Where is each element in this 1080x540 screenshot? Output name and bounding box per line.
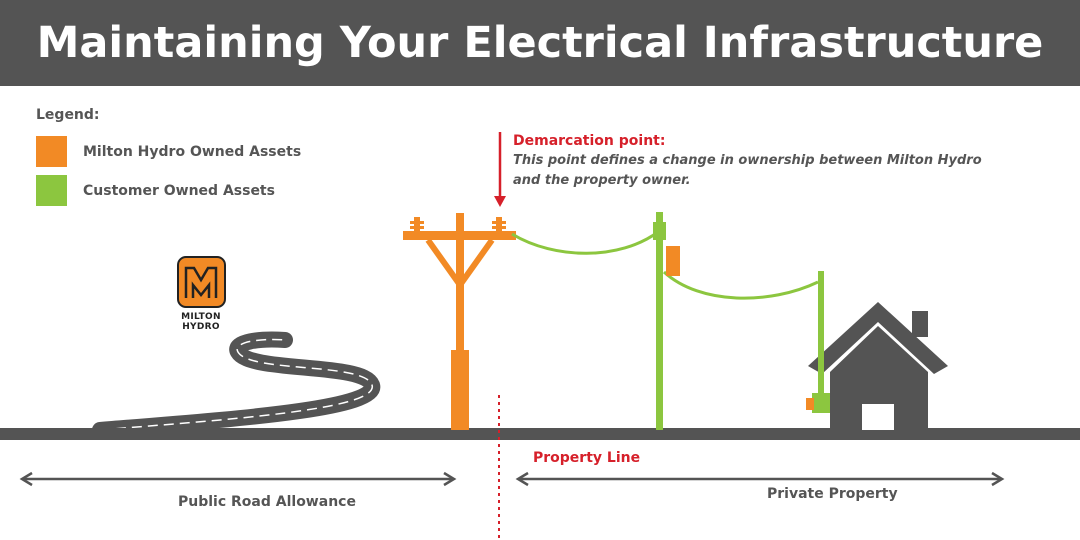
service-wire-1 [511, 230, 659, 255]
public-road-allowance-arrow [19, 471, 457, 487]
page-title: Maintaining Your Electrical Infrastructu… [36, 18, 1044, 68]
road-icon [92, 331, 381, 438]
customer-pole-icon [653, 212, 680, 430]
milton-hydro-logo-icon [177, 256, 226, 308]
house-icon [806, 271, 948, 430]
legend-swatch-orange [36, 136, 67, 167]
legend-label-customer: Customer Owned Assets [83, 182, 275, 199]
private-property-arrow [515, 471, 1005, 487]
milton-hydro-pole-icon [403, 213, 516, 430]
ground-line [0, 428, 1080, 440]
private-property-label: Private Property [767, 486, 898, 502]
demarcation-arrow-icon [494, 132, 506, 207]
logo-text: MILTON HYDRO [181, 312, 221, 332]
public-road-allowance-label: Public Road Allowance [178, 494, 356, 510]
header-bar: Maintaining Your Electrical Infrastructu… [0, 0, 1080, 86]
service-wire-2 [662, 270, 819, 300]
legend-title: Legend: [36, 107, 100, 123]
demarcation-title: Demarcation point: [513, 133, 666, 149]
property-line-label: Property Line [533, 450, 641, 466]
legend-swatch-green [36, 175, 67, 206]
legend-label-milton-hydro: Milton Hydro Owned Assets [83, 143, 302, 160]
demarcation-description: This point defines a change in ownership… [513, 153, 982, 188]
legend-item-customer: Customer Owned Assets [36, 175, 275, 206]
legend-item-milton-hydro: Milton Hydro Owned Assets [36, 136, 301, 167]
